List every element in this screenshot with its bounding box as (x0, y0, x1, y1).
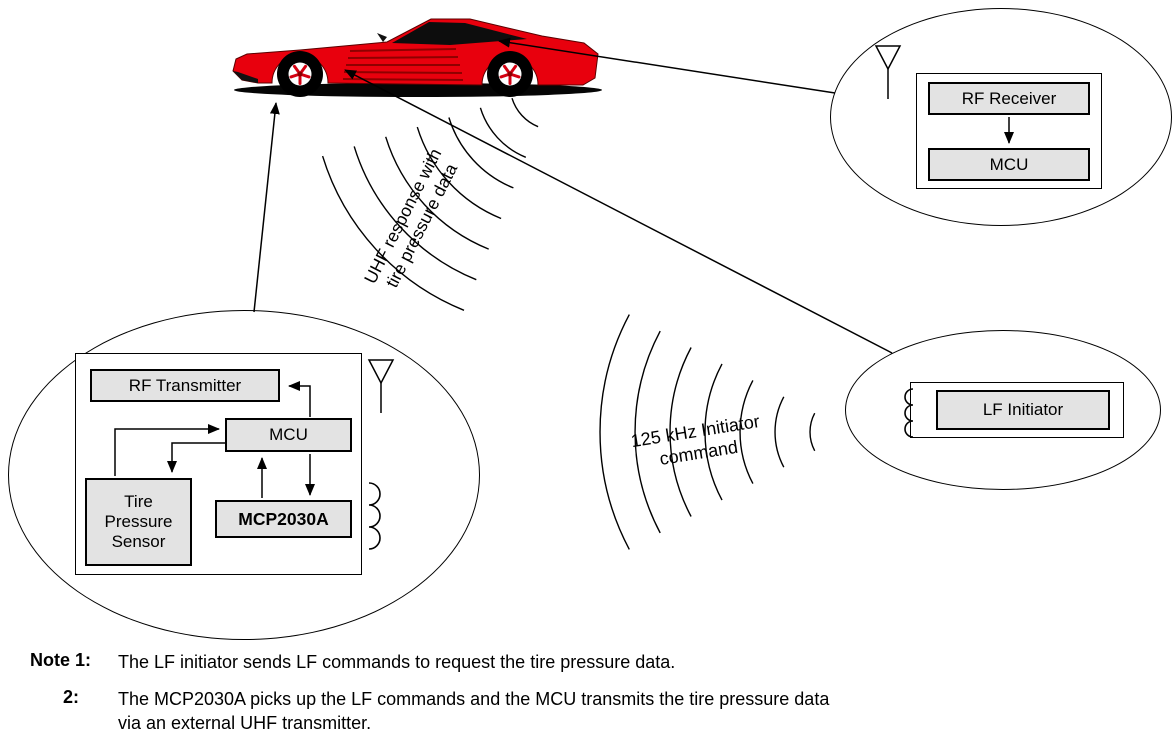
mcp2030a-label: MCP2030A (238, 509, 329, 529)
car-mirror (377, 33, 387, 42)
receiver-mcu-box: MCU (928, 148, 1090, 181)
note2-label: 2: (63, 687, 80, 707)
rf-transmitter-label: RF Transmitter (128, 375, 242, 395)
car-body (232, 18, 599, 86)
note2-text: The MCP2030A picks up the LF commands an… (118, 689, 830, 733)
car-shadow (234, 83, 602, 97)
rf-receiver-label: RF Receiver (961, 88, 1057, 108)
receiver-mcu-label: MCU (989, 154, 1029, 174)
rf-receiver-box: RF Receiver (928, 82, 1090, 115)
uhf-wave-label: UHF response with tire pressure data (340, 107, 484, 335)
car-front-bumper (233, 71, 258, 83)
car-rear-wheel (487, 51, 533, 97)
tire-pressure-sensor-box: Tire Pressure Sensor (85, 478, 192, 566)
arrow-module-to-wheel (253, 102, 280, 313)
arrow-receiver-to-car (498, 37, 836, 94)
uhf-wave-label-line2: tire pressure data (381, 160, 462, 291)
tire-module-mcu-label: MCU (269, 425, 308, 444)
tire-pressure-sensor-label: Tire Pressure Sensor (104, 492, 173, 551)
uhf-wave-label-line1: UHF response with (360, 145, 446, 287)
car-front-wheel (277, 51, 323, 97)
lf-wave-label: 125 kHz Initiator command (590, 404, 804, 480)
tire-module-mcu-box: MCU (225, 418, 352, 452)
car-illustration (232, 18, 602, 97)
lf-initiator-box: LF Initiator (936, 390, 1110, 430)
mcp2030a-box: MCP2030A (215, 500, 352, 538)
lf-initiator-label: LF Initiator (982, 400, 1064, 419)
note1-label: Note 1: (30, 650, 92, 670)
car-side-strakes (342, 48, 464, 81)
rf-transmitter-box: RF Transmitter (90, 369, 280, 402)
note1-text: The LF initiator sends LF commands to re… (118, 652, 676, 672)
car-windows (392, 22, 527, 45)
